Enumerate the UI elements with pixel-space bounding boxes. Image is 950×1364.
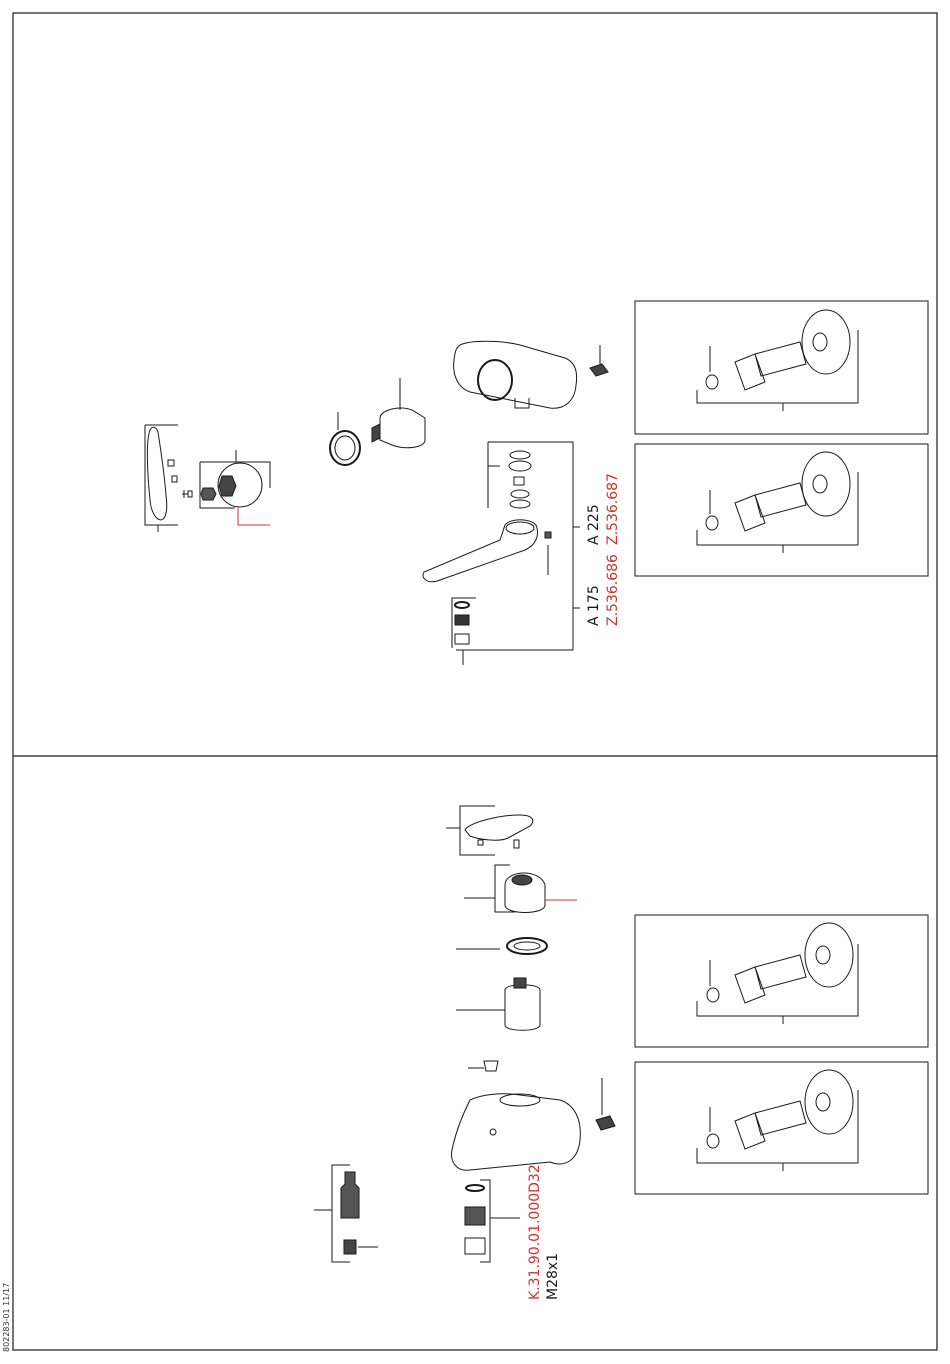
- spout-a225-code-label: Z.536.687: [605, 473, 621, 545]
- spout-aerator-set: [452, 598, 476, 665]
- cap-plug-icon: [468, 1061, 498, 1071]
- spout-a225-label: A 225: [586, 504, 602, 545]
- lock-nut-2-icon: [456, 938, 547, 954]
- connector-box-3: [635, 915, 928, 1047]
- lever-handle-assembly: [145, 425, 178, 532]
- spout-icon: [423, 520, 551, 582]
- spout-a175-code-label: Z.536.686: [605, 554, 621, 626]
- aerator-code-label: K.31.90.01.000D32: [527, 1164, 543, 1300]
- lock-nut-icon: [330, 412, 360, 465]
- document-id: 802283-01 11/17: [2, 1283, 11, 1352]
- connector-sleeve-icon: [590, 345, 608, 376]
- cartridge-icon: [372, 378, 425, 448]
- cover-cap-2-icon: [464, 865, 577, 913]
- aerator-thread-label: M28x1: [545, 1253, 561, 1300]
- lever-handle-assembly-2: [446, 806, 533, 855]
- connector-box-4: [635, 1062, 928, 1194]
- spout-oring-set: [456, 442, 573, 650]
- connector-sleeve-2-icon: [596, 1078, 615, 1130]
- connector-box-2: [635, 444, 928, 576]
- cartridge-2-icon: [456, 978, 540, 1030]
- aerator-set-icon: [465, 1180, 520, 1262]
- handle-screw-icon: [182, 490, 192, 498]
- connector-box-1: [635, 301, 928, 434]
- mixer-body-icon: [454, 341, 577, 408]
- adapter-icon: [201, 488, 216, 500]
- diverter-assembly-icon: [314, 1165, 378, 1262]
- mixer-body-2-icon: [452, 1094, 581, 1170]
- sheet-frame: [13, 13, 937, 1350]
- spout-a175-label: A 175: [586, 585, 602, 626]
